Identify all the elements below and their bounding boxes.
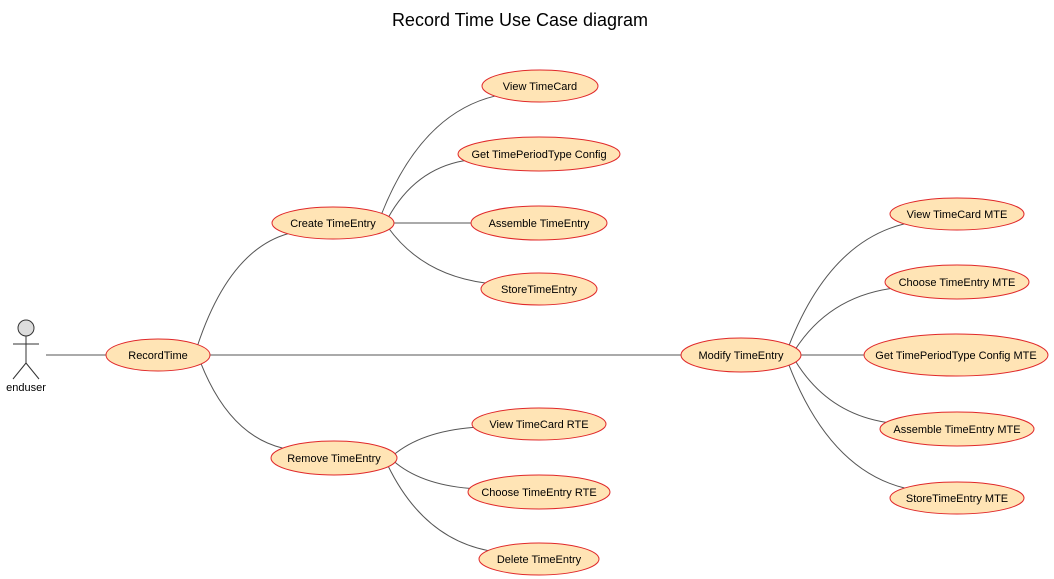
usecase-create-timeentry-label: Create TimeEntry — [290, 218, 376, 230]
usecase-assemble-timeentry-label: Assemble TimeEntry — [489, 218, 590, 230]
diagram-title: Record Time Use Case diagram — [391, 10, 649, 30]
usecase-storetimeentry-mte: StoreTimeEntry MTE — [889, 481, 1025, 515]
association-modify-timeentry-storetimeentry-mte — [788, 363, 905, 489]
association-record-time-remove-timeentry — [200, 362, 283, 449]
usecase-choose-timeentry-mte: Choose TimeEntry MTE — [884, 264, 1030, 300]
usecase-choose-timeentry-mte-label: Choose TimeEntry MTE — [899, 277, 1016, 289]
usecase-view-timecard-mte-label: View TimeCard MTE — [907, 209, 1008, 221]
usecase-modify-timeentry: Modify TimeEntry — [680, 337, 802, 373]
usecase-view-timecard-mte-ellipse — [889, 197, 1025, 231]
usecase-storetimeentry-ellipse — [480, 272, 598, 306]
actor-label: enduser — [6, 382, 46, 394]
usecase-view-timecard-rte: View TimeCard RTE — [471, 407, 607, 441]
usecase-get-timeperiodtype-config-mte-label: Get TimePeriodType Config MTE — [875, 350, 1036, 362]
usecase-get-timeperiodtype-config-label: Get TimePeriodType Config — [471, 149, 606, 161]
association-create-timeentry-get-timeperiodtype-config — [387, 160, 465, 219]
usecase-assemble-timeentry-mte-label: Assemble TimeEntry MTE — [893, 424, 1020, 436]
actor-head — [17, 319, 35, 337]
usecase-view-timecard-label: View TimeCard — [503, 81, 577, 93]
usecase-remove-timeentry-label: Remove TimeEntry — [287, 453, 381, 465]
usecase-view-timecard-ellipse — [481, 69, 599, 103]
association-create-timeentry-storetimeentry — [387, 227, 486, 284]
association-create-timeentry-view-timecard — [380, 95, 496, 215]
actor-left-leg — [12, 362, 27, 380]
usecase-record-time: RecordTime — [105, 338, 211, 372]
usecase-view-timecard-rte-ellipse — [471, 407, 607, 441]
usecase-assemble-timeentry-ellipse — [470, 205, 608, 241]
usecase-choose-timeentry-rte-ellipse — [467, 474, 611, 510]
actor-enduser: enduser — [6, 319, 46, 394]
usecase-assemble-timeentry-mte-ellipse — [879, 411, 1035, 447]
association-modify-timeentry-view-timecard-mte — [788, 223, 905, 347]
association-record-time-create-timeentry — [196, 233, 288, 347]
usecase-storetimeentry-mte-label: StoreTimeEntry MTE — [906, 493, 1008, 505]
usecase-assemble-timeentry-mte: Assemble TimeEntry MTE — [879, 411, 1035, 447]
usecase-remove-timeentry: Remove TimeEntry — [270, 440, 398, 476]
usecase-remove-timeentry-ellipse — [270, 440, 398, 476]
usecase-get-timeperiodtype-config: Get TimePeriodType Config — [457, 136, 621, 172]
use-cases: RecordTime Create TimeEntry View TimeCardG… — [105, 69, 1049, 576]
usecase-view-timecard-rte-label: View TimeCard RTE — [489, 419, 588, 431]
usecase-view-timecard: View TimeCard — [481, 69, 599, 103]
usecase-delete-timeentry: Delete TimeEntry — [478, 542, 600, 576]
usecase-choose-timeentry-rte-label: Choose TimeEntry RTE — [481, 487, 596, 499]
usecase-get-timeperiodtype-config-mte: Get TimePeriodType Config MTE — [863, 333, 1049, 377]
association-remove-timeentry-choose-timeentry-rte — [392, 460, 470, 489]
usecase-record-time-ellipse — [105, 338, 211, 372]
association-remove-timeentry-delete-timeentry — [387, 464, 489, 552]
usecase-get-timeperiodtype-config-ellipse — [457, 136, 621, 172]
usecase-storetimeentry-label: StoreTimeEntry — [501, 284, 578, 296]
usecase-delete-timeentry-ellipse — [478, 542, 600, 576]
usecase-choose-timeentry-mte-ellipse — [884, 264, 1030, 300]
usecase-record-time-label: RecordTime — [128, 350, 188, 362]
association-modify-timeentry-choose-timeentry-mte — [794, 288, 891, 351]
usecase-get-timeperiodtype-config-mte-ellipse — [863, 333, 1049, 377]
associations — [46, 95, 905, 552]
usecase-create-timeentry: Create TimeEntry — [271, 206, 395, 240]
usecase-create-timeentry-ellipse — [271, 206, 395, 240]
usecase-view-timecard-mte: View TimeCard MTE — [889, 197, 1025, 231]
usecase-modify-timeentry-label: Modify TimeEntry — [699, 350, 784, 362]
actor-right-leg — [25, 362, 40, 380]
usecase-modify-timeentry-ellipse — [680, 337, 802, 373]
usecase-choose-timeentry-rte: Choose TimeEntry RTE — [467, 474, 611, 510]
usecase-storetimeentry: StoreTimeEntry — [480, 272, 598, 306]
association-remove-timeentry-view-timecard-rte — [392, 426, 474, 456]
usecase-storetimeentry-mte-ellipse — [889, 481, 1025, 515]
association-modify-timeentry-assemble-timeentry-mte — [794, 359, 887, 423]
usecase-assemble-timeentry: Assemble TimeEntry — [470, 205, 608, 241]
usecase-delete-timeentry-label: Delete TimeEntry — [497, 554, 582, 566]
